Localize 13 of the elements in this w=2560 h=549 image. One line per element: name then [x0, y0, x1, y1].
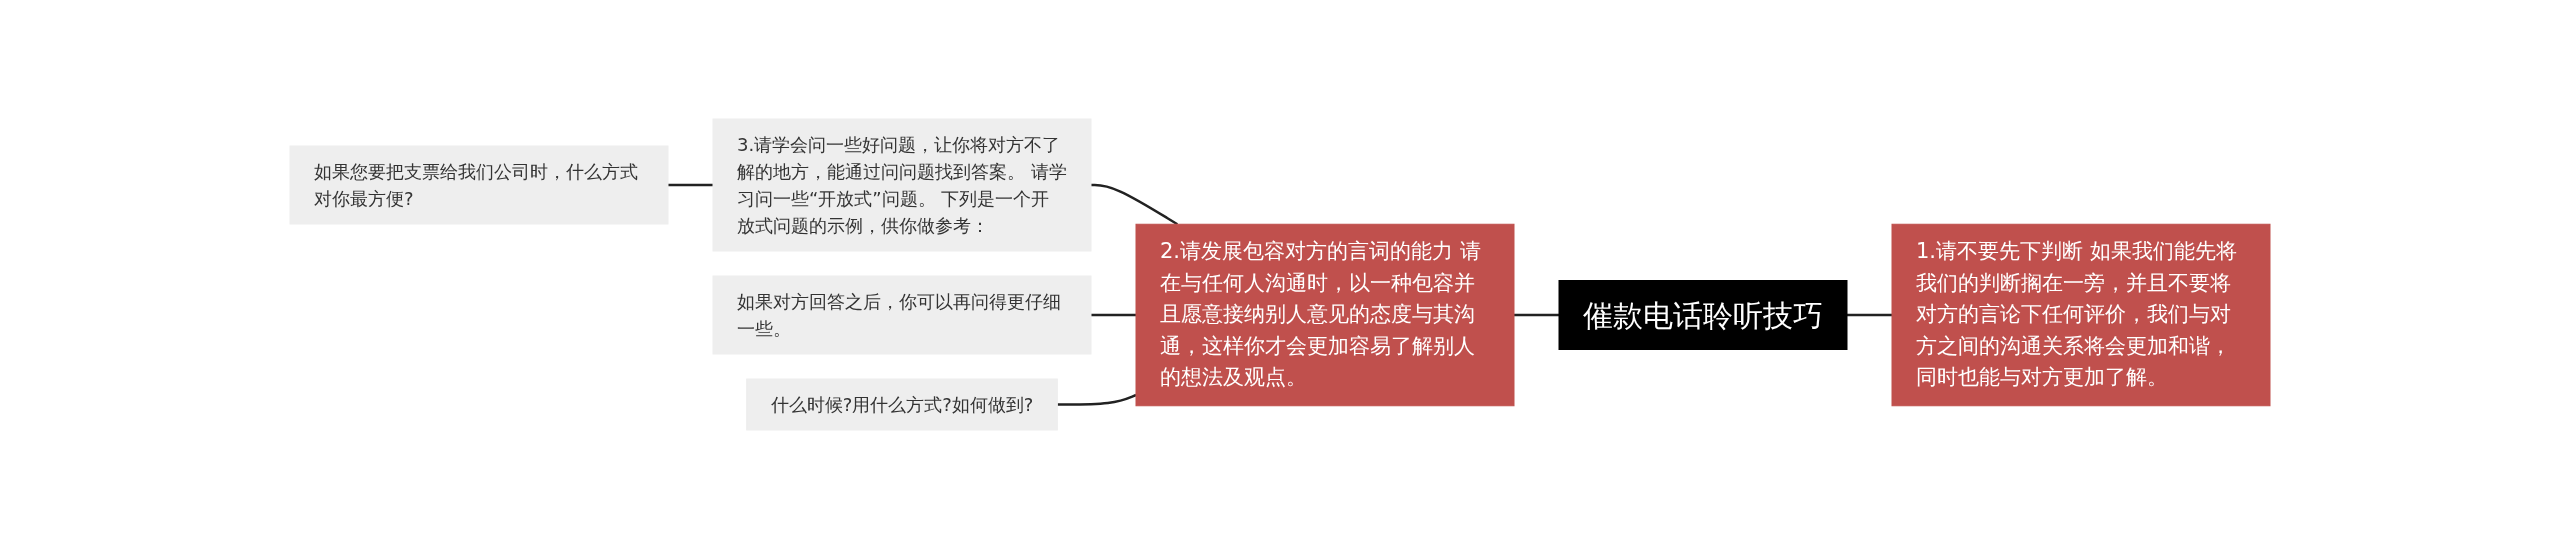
connector	[1091, 183, 1178, 226]
node-box: 如果对方回答之后，你可以再问得更仔细一些。	[712, 275, 1092, 355]
node-box: 如果您要把支票给我们公司时，什么方式对你最方便?	[289, 145, 669, 225]
node-box: 什么时候?用什么方式?如何做到?	[746, 378, 1058, 431]
connector	[1091, 313, 1136, 317]
connector	[1847, 313, 1892, 317]
node-box: 催款电话聆听技巧	[1558, 280, 1848, 350]
connector	[1057, 393, 1137, 406]
connector	[668, 183, 713, 187]
connector	[1514, 313, 1559, 317]
node-box: 3.请学会问一些好问题，让你将对方不了解的地方，能通过问问题找到答案。 请学习问一些“开放式”问题。 下列是一个开放式问题的示例，供你做参考：	[712, 118, 1092, 252]
node-box: 2.请发展包容对方的言词的能力 请在与任何人沟通时，以一种包容并且愿意接纳别人意见的态度与其沟通，这样你才会更加容易了解别人的想法及观点。	[1135, 223, 1515, 407]
node-box: 1.请不要先下判断 如果我们能先将我们的判断搁在一旁，并且不要将对方的言论下任何评价，我们与对方之间的沟通关系将会更加和谐，同时也能与对方更加了解。	[1891, 223, 2271, 407]
